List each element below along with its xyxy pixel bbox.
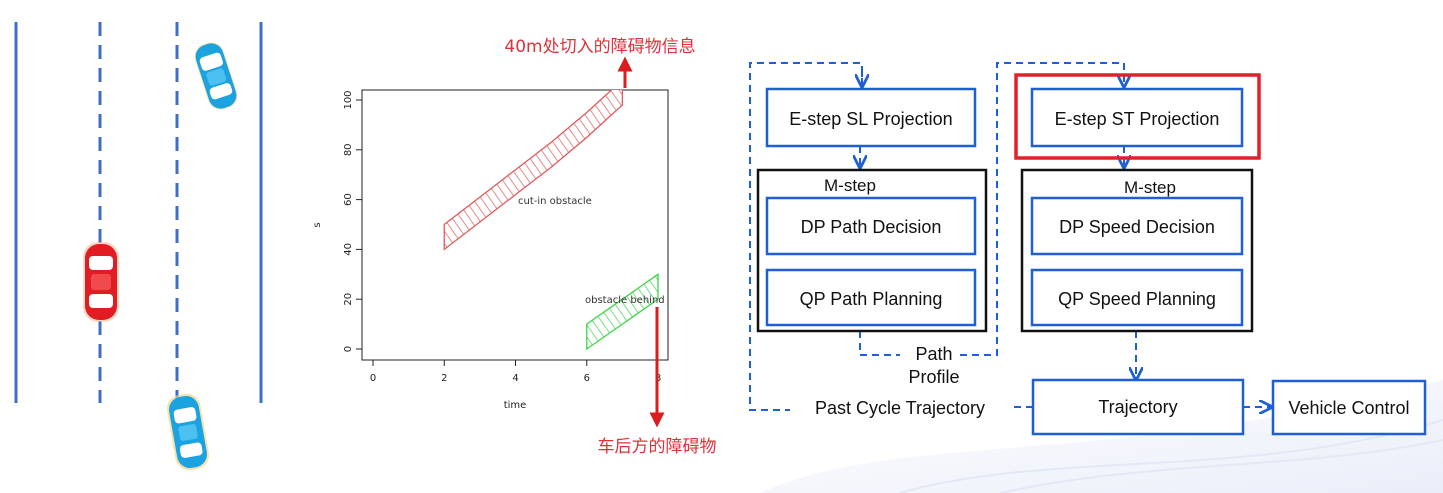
series-band-cut-in [443,90,624,251]
y-tick-label: 0 [343,346,354,352]
path-profile-line1: Path [915,344,952,364]
road-scene [14,22,263,471]
annotation-top: 40m处切入的障碍物信息 [504,37,695,57]
annotations: 40m处切入的障碍物信息 车后方的障碍物 [504,37,716,457]
dp-path-label: DP Path Decision [801,217,942,237]
blue-car-icon [166,393,210,471]
vehicle-control-label: Vehicle Control [1288,398,1409,418]
qp-path-box [765,268,977,327]
chart-labels: 02468020406080100timescut-in obstacleobs… [312,90,665,411]
st-chart: 02468020406080100timescut-in obstacleobs… [312,89,669,411]
series-band-behind [586,273,659,351]
y-tick-label: 80 [343,143,354,156]
past-cycle-label: Past Cycle Trajectory [815,398,985,418]
dp-path-box [765,196,977,256]
y-axis-label: s [312,222,323,227]
chart-series [443,90,659,351]
blue-car-icon [194,42,238,110]
x-tick-label: 0 [370,373,376,384]
mstep-left-label: M-step [824,176,876,195]
y-tick-label: 60 [343,193,354,206]
y-tick-label: 100 [343,90,354,109]
red-car-icon [83,242,119,322]
y-tick-label: 20 [343,293,354,306]
sl-projection-box [765,87,977,148]
dp-speed-label: DP Speed Decision [1059,217,1215,237]
connector-pathprofile-to-st [960,62,1124,356]
st-projection-box [1030,87,1244,148]
qp-speed-box [1030,268,1244,327]
series-label-behind: obstacle behind [585,295,665,306]
st-projection-label: E-step ST Projection [1055,109,1220,129]
flow-diagram: E-step SL Projection E-step ST Projectio… [749,62,1427,436]
x-tick-label: 6 [584,373,590,384]
trajectory-box [1031,378,1245,436]
path-profile-line2: Profile [908,367,959,387]
vehicle-control-box [1271,379,1427,436]
sl-projection-label: E-step SL Projection [789,109,952,129]
annotation-bottom: 车后方的障碍物 [598,437,717,457]
series-label-cut-in: cut-in obstacle [518,196,592,207]
x-axis-label: time [504,400,527,411]
dp-speed-box [1030,196,1244,256]
background-waves [760,380,1443,493]
trajectory-label: Trajectory [1098,397,1177,417]
x-tick-label: 2 [441,373,447,384]
qp-speed-label: QP Speed Planning [1058,289,1216,309]
x-tick-label: 4 [512,373,518,384]
connector-mstep-to-pathprofile [859,331,900,356]
y-tick-label: 40 [343,243,354,256]
st-highlight-frame [1014,73,1261,160]
mstep-right-label: M-step [1124,178,1176,197]
qp-path-label: QP Path Planning [800,289,943,309]
